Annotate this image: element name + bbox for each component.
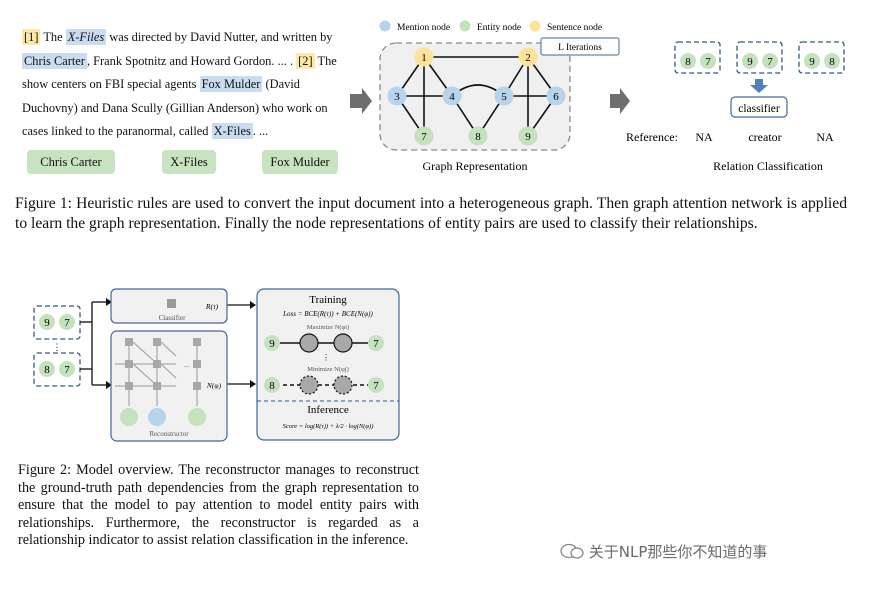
entity-legend-dot [459, 20, 471, 32]
input-document: [1] The X-Files was directed by David Nu… [22, 29, 337, 139]
reference-value: NA [816, 130, 834, 144]
entity-node [468, 126, 488, 146]
iterations-label: L Iterations [558, 43, 602, 53]
svg-text:6: 6 [553, 91, 559, 103]
svg-text:9: 9 [809, 56, 815, 68]
mention-node [494, 86, 514, 106]
svg-text:7: 7 [64, 364, 70, 376]
watermark: 关于NLP那些你不知道的事 [560, 541, 767, 562]
mention-node [148, 408, 166, 426]
training-inference-panel [256, 288, 400, 441]
path-node [333, 333, 353, 353]
mention: X-Files [65, 29, 107, 45]
entity-node [518, 126, 538, 146]
arrow-right-icon [350, 88, 372, 114]
reference-value: creator [748, 130, 781, 144]
arrow-right-icon [106, 381, 112, 389]
arrow-right-icon [250, 380, 256, 388]
svg-text:8: 8 [475, 131, 481, 143]
training-title: Training [309, 294, 347, 306]
path-node [299, 333, 319, 353]
figure1-caption: Figure 1: Heuristic rules are used to co… [15, 195, 847, 232]
svg-text:7: 7 [373, 380, 379, 392]
svg-text:7: 7 [421, 131, 427, 143]
figure1-diagram: Mention node Entity node Sentence node L… [350, 20, 845, 173]
svg-text:9: 9 [525, 131, 531, 143]
mention-node [546, 86, 566, 106]
path-node [299, 375, 319, 395]
mention: X-Files [211, 123, 253, 139]
sentence-marker: [2] [296, 52, 315, 69]
relation-classification-label: Relation Classification [713, 159, 823, 173]
entity-pair-box [674, 41, 721, 74]
iterations-box [540, 37, 620, 56]
svg-text:3: 3 [394, 91, 400, 103]
svg-text:Minimize N(φj): Minimize N(φj) [307, 366, 348, 373]
graph-frame [379, 42, 571, 151]
sentence-node [414, 47, 434, 67]
svg-text:Classifier: Classifier [159, 314, 186, 322]
svg-text:9: 9 [747, 56, 753, 68]
figure2-diagram: 9 7 ⋮ 8 7 Classifier R(τ) ... Recons [33, 288, 400, 442]
entity-node [120, 408, 138, 426]
svg-text:8: 8 [44, 364, 50, 376]
entity-x-files: X-Files [162, 150, 216, 174]
svg-text:8: 8 [829, 56, 835, 68]
entity-pair-box [736, 41, 783, 74]
sentence-marker: [1] [22, 29, 41, 45]
svg-text:...: ... [184, 360, 190, 369]
sentence-legend-dot [529, 20, 541, 32]
figure2-caption: Figure 2: Model overview. The reconstruc… [18, 462, 419, 549]
arrow-right-icon [610, 88, 630, 114]
svg-text:2: 2 [525, 52, 531, 64]
mention: Fox Mulder [199, 76, 263, 92]
svg-text:Maximize N(φi): Maximize N(φi) [307, 324, 350, 331]
mention-node [387, 86, 407, 106]
inference-title: Inference [307, 404, 349, 416]
mention-node [442, 86, 462, 106]
mention-legend-dot [379, 20, 391, 32]
svg-text:7: 7 [705, 56, 711, 68]
score-formula: Score = log(R(τ)) + λ/2 · log(N(φ)) [283, 423, 374, 430]
classifier-box [730, 96, 788, 118]
svg-text:7: 7 [64, 317, 70, 329]
arrow-right-icon [106, 298, 112, 306]
path-node [333, 375, 353, 395]
svg-text:5: 5 [501, 91, 507, 103]
svg-text:8: 8 [685, 56, 691, 68]
mention: Chris Carter [22, 52, 87, 69]
svg-text:9: 9 [44, 317, 50, 329]
entity-node [188, 408, 206, 426]
entity-chris-carter: Chris Carter [27, 150, 115, 174]
legend-sentence: Sentence node [547, 23, 602, 33]
wechat-icon [560, 543, 584, 559]
graph-representation-label: Graph Representation [423, 159, 528, 173]
entity-fox-mulder: Fox Mulder [262, 150, 338, 174]
arrow-right-icon [250, 301, 256, 309]
arrow-down-icon [750, 79, 768, 93]
legend-entity: Entity node [477, 23, 521, 33]
svg-text:4: 4 [449, 91, 455, 103]
loss-formula: Loss = BCE(R(τ)) + BCE(N(φ)) [282, 310, 373, 318]
svg-text:1: 1 [421, 52, 427, 64]
svg-text:8: 8 [269, 380, 275, 392]
entity-pair-box [798, 41, 845, 74]
sentence-node [518, 47, 538, 67]
r-label: R(τ) [205, 302, 219, 311]
svg-text:7: 7 [373, 338, 379, 350]
svg-text:Reconstructor: Reconstructor [149, 430, 189, 438]
reference-value: NA [695, 130, 713, 144]
svg-text:9: 9 [269, 338, 275, 350]
classifier-label: classifier [738, 103, 780, 115]
svg-text:7: 7 [767, 56, 773, 68]
entity-node [414, 126, 434, 146]
legend-mention: Mention node [397, 23, 450, 33]
ellipsis: ⋮ [53, 342, 62, 352]
reference-label: Reference: [626, 130, 678, 144]
svg-text:⋮: ⋮ [322, 353, 330, 362]
n-label: N(φ) [206, 381, 222, 390]
